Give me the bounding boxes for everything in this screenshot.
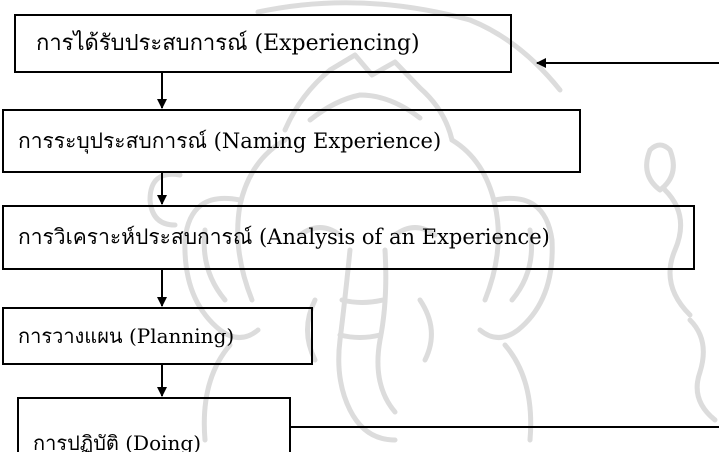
step-box-planning: การวางแผน (Planning) — [2, 307, 313, 365]
step-box-analysis: การวิเคราะห์ประสบการณ์ (Analysis of an E… — [2, 205, 695, 270]
step-box-doing: การปฏิบัติ (Doing) — [17, 397, 291, 452]
step-label: การปฏิบัติ (Doing) — [33, 431, 202, 452]
step-box-experiencing: การได้รับประสบการณ์ (Experiencing) — [14, 14, 512, 73]
step-label: การวิเคราะห์ประสบการณ์ (Analysis of an E… — [18, 225, 550, 249]
step-label: การระบุประสบการณ์ (Naming Experience) — [18, 128, 442, 153]
step-label: การได้รับประสบการณ์ (Experiencing) — [36, 30, 420, 56]
step-label: การวางแผน (Planning) — [18, 324, 235, 348]
step-box-naming-experience: การระบุประสบการณ์ (Naming Experience) — [2, 109, 581, 173]
